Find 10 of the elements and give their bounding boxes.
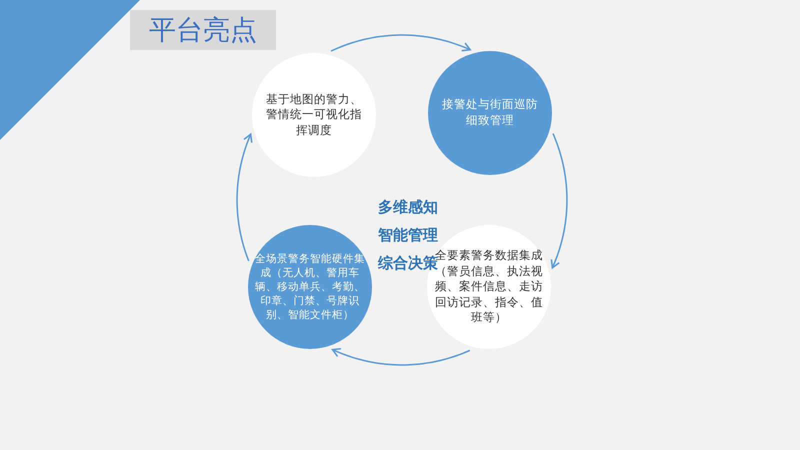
center-slogan: 多维感知 <box>378 198 438 217</box>
curved-arrow <box>550 133 568 269</box>
curved-arrow <box>236 133 253 262</box>
circle-text: 全场景警务智能硬件集成（无人机、警用车辆、移动单兵、考勤、印章、门禁、号牌识别、智能文件柜） <box>254 252 366 322</box>
curved-arrow <box>330 34 471 52</box>
circle-text: 基于地图的警力、警情统一可视化指挥调度 <box>266 92 362 138</box>
curved-arrow <box>332 348 470 366</box>
title-banner: 平台亮点 <box>130 10 276 50</box>
circle-text: 接警处与街面巡防细致管理 <box>442 97 538 129</box>
center-slogan: 智能管理 <box>378 226 438 245</box>
